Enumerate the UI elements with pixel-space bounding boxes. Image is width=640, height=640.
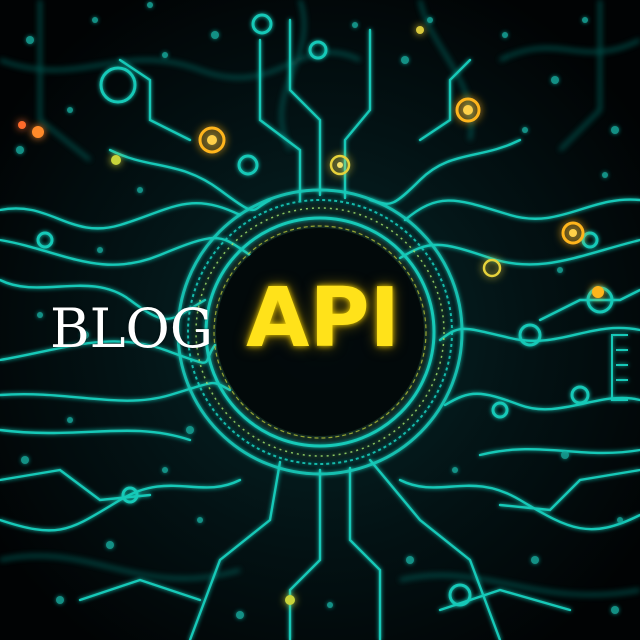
- circuit-nodes: [36, 13, 614, 607]
- trace: [108, 148, 272, 212]
- trace: [348, 466, 382, 640]
- node-ring: [121, 486, 139, 504]
- trace: [258, 38, 302, 202]
- trace: [0, 340, 217, 364]
- api-emblem-label: API: [246, 271, 401, 366]
- amber-node: [416, 26, 424, 34]
- trace: [343, 28, 372, 200]
- trace: [0, 428, 192, 442]
- node-ring: [251, 13, 273, 35]
- node-ring: [581, 231, 599, 249]
- api-emblem-core: [216, 228, 424, 436]
- scattered-dots: [16, 2, 623, 619]
- trace: [288, 18, 322, 197]
- trace: [368, 458, 502, 640]
- trace: [438, 588, 572, 612]
- amber-node: [592, 286, 604, 298]
- node-ring: [36, 231, 54, 249]
- node-ring: [308, 40, 328, 60]
- node-ring: [491, 401, 509, 419]
- trace: [403, 198, 640, 222]
- amber-node: [32, 126, 44, 138]
- api-emblem-rings: [176, 188, 464, 476]
- amber-node: [285, 595, 295, 605]
- amber-node: [18, 121, 26, 129]
- amber-node: [482, 258, 502, 278]
- amber-node: [455, 97, 481, 123]
- trace: [288, 468, 322, 640]
- trace: [538, 288, 640, 322]
- trace: [418, 58, 472, 142]
- trace: [78, 578, 202, 602]
- node-ring: [448, 583, 472, 607]
- glowing-nodes: [18, 26, 604, 605]
- amber-node: [198, 126, 226, 154]
- trace: [368, 138, 522, 205]
- trace: [478, 448, 640, 457]
- amber-node: [561, 221, 585, 245]
- trace: [118, 58, 192, 142]
- node-ring: [99, 66, 137, 104]
- node-ring: [518, 323, 542, 347]
- blog-watermark: BLOG: [50, 297, 213, 360]
- amber-node: [111, 155, 121, 165]
- trace: [498, 468, 640, 512]
- trace: [0, 478, 242, 532]
- trace: [398, 478, 640, 531]
- node-ring: [237, 154, 259, 176]
- trace: [0, 201, 242, 230]
- amber-node: [329, 154, 351, 176]
- node-ring: [570, 385, 590, 405]
- side-bracket: [611, 334, 628, 401]
- trace: [0, 381, 232, 402]
- trace: [443, 392, 640, 411]
- trace: [188, 460, 282, 640]
